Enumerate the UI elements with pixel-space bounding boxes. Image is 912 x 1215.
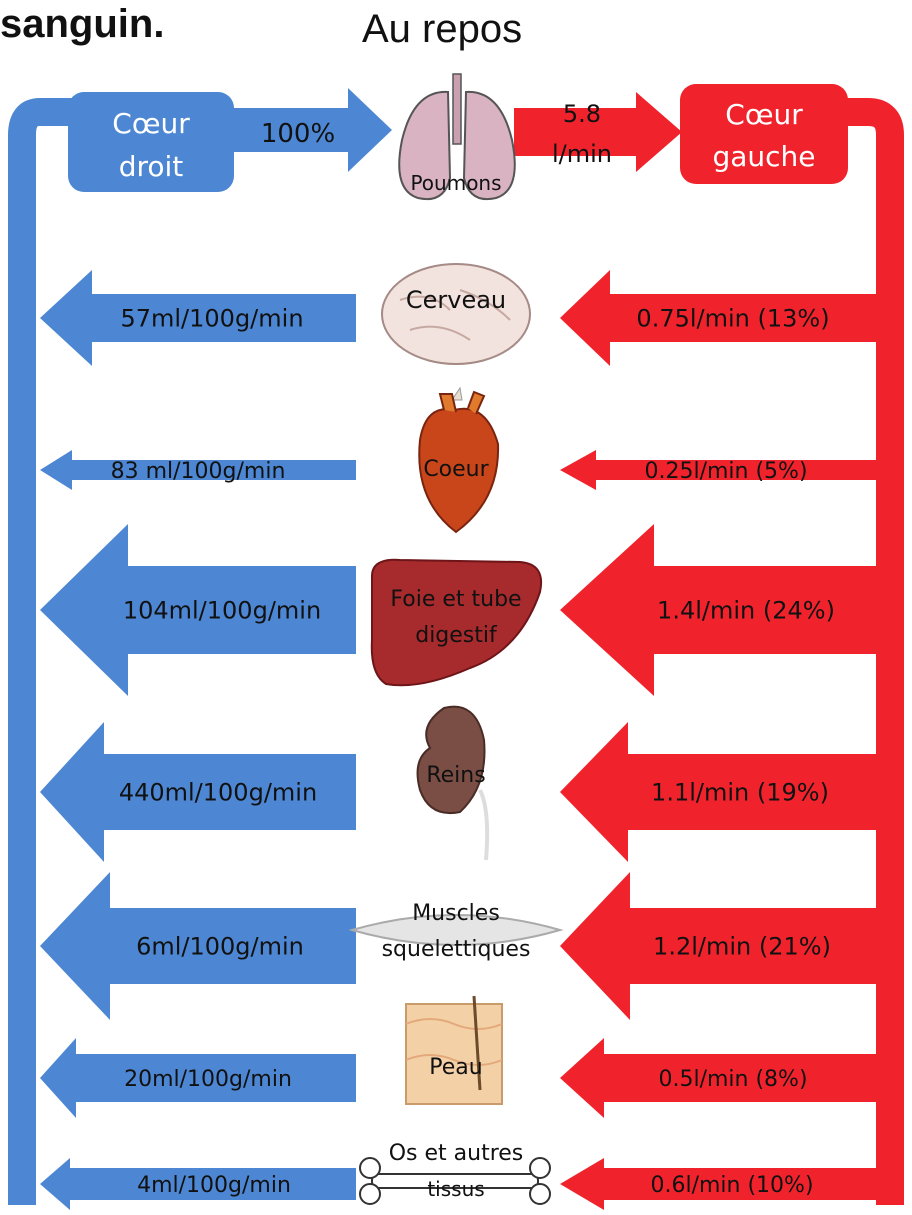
venous-flow-label-5: 20ml/100g/min: [124, 1067, 292, 1092]
left-heart-label-2: gauche: [712, 140, 815, 173]
left-heart-label: Cœur: [725, 98, 803, 131]
venous-arrow-6: [40, 1158, 356, 1210]
venous-flow-label-3: 440ml/100g/min: [119, 779, 317, 807]
organ-label-foie-1: Foie et tube: [390, 587, 521, 612]
arterial-flow-label-2: 1.4l/min (24%): [657, 597, 835, 625]
venous-arrow-5: [40, 1038, 356, 1118]
venous-return-loop: [8, 98, 72, 1205]
organ-label-foie-2: digestif: [415, 623, 498, 648]
venous-arrow-2: [40, 524, 356, 696]
liver-icon: [370, 558, 542, 687]
venous-flow-label-2: 104ml/100g/min: [123, 597, 321, 625]
organ-label-peau: Peau: [429, 1055, 482, 1080]
organ-rows: 57ml/100g/min 0.75l/min (13%) 83 ml/100g/m…: [40, 270, 880, 1210]
arterial-flow-label-1: 0.25l/min (5%): [644, 459, 807, 484]
arterial-supply-loop: [840, 98, 904, 1205]
organ-label-os-2: tissus: [427, 1177, 484, 1201]
lungs-icon: [398, 73, 516, 200]
organ-label-cerveau: Cerveau: [406, 286, 506, 314]
arterial-flow-label-0: 0.75l/min (13%): [636, 305, 829, 333]
pulmonary-arrow: [232, 88, 392, 172]
cardiac-output-unit: l/min: [552, 140, 612, 168]
muscle-icon: [348, 914, 564, 946]
arterial-arrow-2: [560, 524, 880, 696]
lungs-label: Poumons: [410, 171, 501, 195]
venous-arrow-1: [40, 450, 356, 490]
arterial-arrow-5: [560, 1038, 880, 1118]
right-heart-box: [68, 92, 234, 192]
condition-label: Au repos: [362, 7, 523, 51]
arterial-arrow-4: [560, 872, 880, 1020]
page-title: sanguin.: [0, 2, 165, 46]
right-heart-label: Cœur: [112, 107, 190, 140]
venous-flow-label-4: 6ml/100g/min: [136, 933, 304, 961]
arterial-arrow-1: [560, 450, 880, 490]
kidney-icon: [416, 705, 490, 861]
arterial-arrow-3: [560, 722, 880, 862]
organ-label-os-1: Os et autres: [389, 1141, 524, 1166]
organ-label-coeur: Coeur: [423, 457, 489, 482]
organ-label-muscles-1: Muscles: [412, 901, 500, 926]
arterial-flow-label-5: 0.5l/min (8%): [658, 1067, 807, 1092]
arterial-flow-label-3: 1.1l/min (19%): [651, 779, 829, 807]
venous-flow-label-6: 4ml/100g/min: [137, 1173, 291, 1198]
left-heart-box: [680, 84, 848, 184]
arterial-flow-label-4: 1.2l/min (21%): [653, 933, 831, 961]
cardiac-output-value: 5.8: [563, 100, 601, 128]
organ-label-reins: Reins: [426, 763, 485, 788]
arterial-arrow-0: [560, 270, 880, 366]
organ-label-muscles-2: squelettiques: [382, 937, 531, 962]
venous-arrow-3: [40, 722, 356, 862]
pulmonary-return-arrow: [514, 92, 682, 172]
pulmonary-percent: 100%: [261, 119, 335, 149]
venous-arrow-0: [40, 270, 356, 366]
bone-icon: [359, 1157, 551, 1205]
venous-flow-label-0: 57ml/100g/min: [120, 305, 303, 333]
heart-icon: [418, 390, 500, 534]
skin-icon: [405, 995, 503, 1105]
venous-flow-label-1: 83 ml/100g/min: [111, 459, 286, 484]
arterial-flow-label-6: 0.6l/min (10%): [650, 1173, 813, 1198]
brain-icon: [381, 263, 531, 401]
venous-arrow-4: [40, 872, 356, 1020]
right-heart-label-2: droit: [119, 150, 184, 183]
arterial-arrow-6: [560, 1158, 880, 1210]
